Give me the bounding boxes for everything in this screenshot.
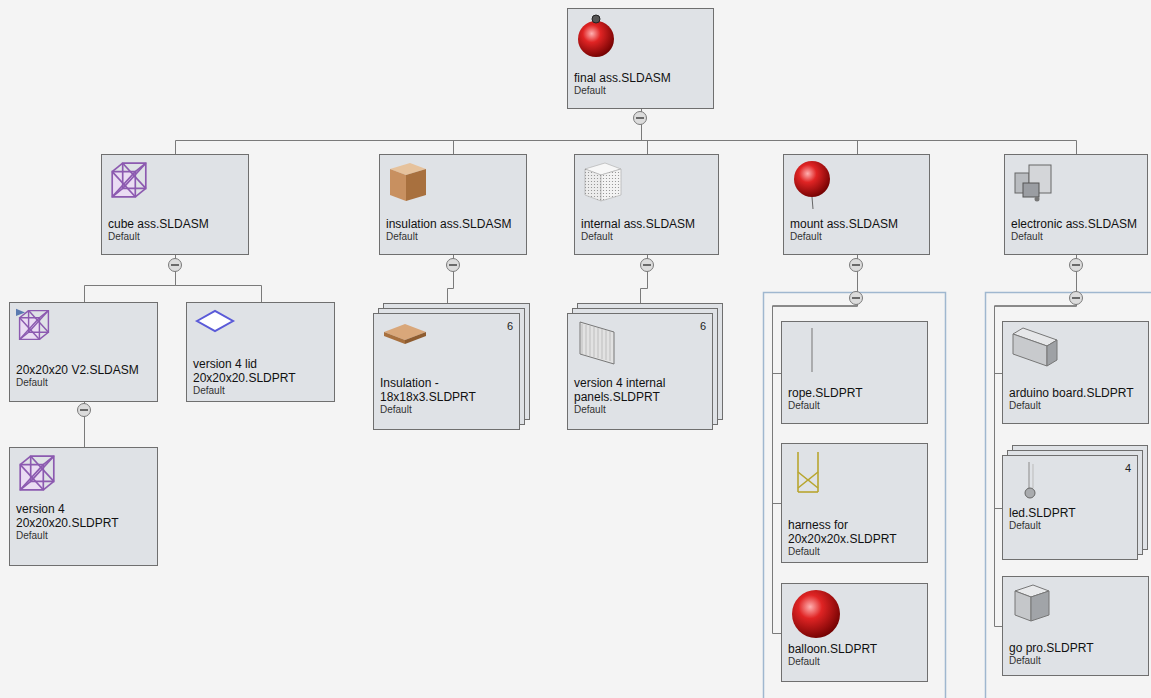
tree-connector: [642, 109, 1077, 154]
configuration-name: Default: [193, 385, 330, 397]
configuration-name: Default: [574, 85, 709, 97]
text-group: electronic ass.SLDASMDefault: [1011, 217, 1143, 243]
text-group: version 4 internal panels.SLDPRTDefault: [574, 376, 708, 416]
assembly-node: final ass.SLDASMDefault: [567, 8, 714, 109]
part-icon: [788, 448, 832, 500]
part-name: insulation ass.SLDASM: [386, 217, 522, 231]
part-icon: [1011, 159, 1059, 209]
part-icon: [790, 159, 834, 215]
assembly-node: harness for 20x20x20x.SLDPRTDefault: [781, 443, 928, 563]
part-icon: [193, 307, 237, 341]
assembly-node: cube ass.SLDASMDefault: [101, 154, 249, 255]
part-icon: [1009, 326, 1061, 374]
part-icon: [788, 588, 844, 644]
configuration-name: Default: [1009, 655, 1144, 667]
configuration-name: Default: [788, 400, 923, 412]
part-name: electronic ass.SLDASM: [1011, 217, 1143, 231]
configuration-name: Default: [574, 404, 708, 416]
configuration-name: Default: [386, 231, 522, 243]
text-group: rope.SLDPRTDefault: [788, 386, 923, 412]
text-group: harness for 20x20x20x.SLDPRTDefault: [788, 518, 923, 558]
tree-connector: [176, 255, 262, 302]
text-group: Insulation - 18x18x3.SLDPRTDefault: [380, 376, 515, 416]
tree-connector: [454, 109, 642, 154]
configuration-name: Default: [581, 231, 714, 243]
assembly-node: 20x20x20 V2.SLDASMDefault: [9, 302, 158, 402]
group-frame: [764, 293, 946, 698]
assembly-node: led.SLDPRTDefault 4: [1002, 455, 1138, 560]
text-group: final ass.SLDASMDefault: [574, 71, 709, 97]
part-name: mount ass.SLDASM: [790, 217, 925, 231]
part-icon: [1009, 460, 1049, 504]
group-frame: [986, 293, 1151, 698]
part-icon: [581, 159, 625, 209]
assembly-node: version 4 lid 20x20x20.SLDPRTDefault: [186, 302, 335, 402]
assembly-node: internal ass.SLDASMDefault: [574, 154, 719, 255]
part-name: led.SLDPRT: [1009, 506, 1133, 520]
assembly-node: electronic ass.SLDASMDefault: [1004, 154, 1148, 255]
assembly-node: Insulation - 18x18x3.SLDPRTDefault 6: [373, 313, 520, 430]
part-icon: [16, 452, 58, 498]
part-icon: [574, 13, 618, 63]
part-name: 20x20x20 V2.SLDASM: [16, 363, 153, 377]
configuration-name: Default: [1009, 400, 1144, 412]
part-name: cube ass.SLDASM: [108, 217, 244, 231]
assembly-node: rope.SLDPRTDefault: [781, 321, 928, 424]
part-name: arduino board.SLDPRT: [1009, 386, 1144, 400]
configuration-name: Default: [16, 377, 153, 389]
text-group: go pro.SLDPRTDefault: [1009, 641, 1144, 667]
part-icon: [574, 318, 618, 370]
text-group: insulation ass.SLDASMDefault: [386, 217, 522, 243]
part-icon: [1009, 581, 1055, 629]
part-name: internal ass.SLDASM: [581, 217, 714, 231]
part-icon: [788, 326, 832, 378]
configuration-name: Default: [790, 231, 925, 243]
part-icon: [380, 318, 430, 356]
text-group: 20x20x20 V2.SLDASMDefault: [16, 363, 153, 389]
part-name: go pro.SLDPRT: [1009, 641, 1144, 655]
instance-count: 6: [507, 320, 513, 332]
tree-connector: [176, 109, 642, 154]
part-name: version 4 internal panels.SLDPRT: [574, 376, 708, 404]
text-group: led.SLDPRTDefault: [1009, 506, 1133, 532]
part-name: balloon.SLDPRT: [788, 642, 923, 656]
part-name: rope.SLDPRT: [788, 386, 923, 400]
part-name: final ass.SLDASM: [574, 71, 709, 85]
assembly-node: insulation ass.SLDASMDefault: [379, 154, 527, 255]
configuration-name: Default: [1011, 231, 1143, 243]
assembly-node: go pro.SLDPRTDefault: [1002, 576, 1149, 676]
assembly-node: balloon.SLDPRTDefault: [781, 583, 928, 682]
configuration-name: Default: [380, 404, 515, 416]
tree-connector: [995, 255, 1077, 627]
tree-connector: [85, 255, 176, 302]
text-group: version 4 20x20x20.SLDPRTDefault: [16, 502, 153, 542]
text-group: cube ass.SLDASMDefault: [108, 217, 244, 243]
assembly-node: arduino board.SLDPRTDefault: [1002, 321, 1149, 424]
part-icon: [108, 159, 150, 205]
part-name: Insulation - 18x18x3.SLDPRT: [380, 376, 515, 404]
configuration-name: Default: [1009, 520, 1133, 532]
part-icon: [386, 159, 430, 209]
configuration-name: Default: [16, 530, 153, 542]
text-group: version 4 lid 20x20x20.SLDPRTDefault: [193, 357, 330, 397]
configuration-name: Default: [108, 231, 244, 243]
instance-count: 4: [1125, 462, 1131, 474]
instance-count: 6: [700, 320, 706, 332]
tree-connector: [642, 109, 858, 154]
part-name: version 4 lid 20x20x20.SLDPRT: [193, 357, 330, 385]
text-group: balloon.SLDPRTDefault: [788, 642, 923, 668]
configuration-name: Default: [788, 656, 923, 668]
text-group: mount ass.SLDASMDefault: [790, 217, 925, 243]
assembly-node: version 4 internal panels.SLDPRTDefault 6: [567, 313, 713, 430]
assembly-node: mount ass.SLDASMDefault: [783, 154, 930, 255]
part-icon: [16, 307, 52, 347]
configuration-name: Default: [788, 546, 923, 558]
assembly-node: version 4 20x20x20.SLDPRTDefault: [9, 447, 158, 566]
part-name: version 4 20x20x20.SLDPRT: [16, 502, 153, 530]
text-group: arduino board.SLDPRTDefault: [1009, 386, 1144, 412]
part-name: harness for 20x20x20x.SLDPRT: [788, 518, 923, 546]
text-group: internal ass.SLDASMDefault: [581, 217, 714, 243]
